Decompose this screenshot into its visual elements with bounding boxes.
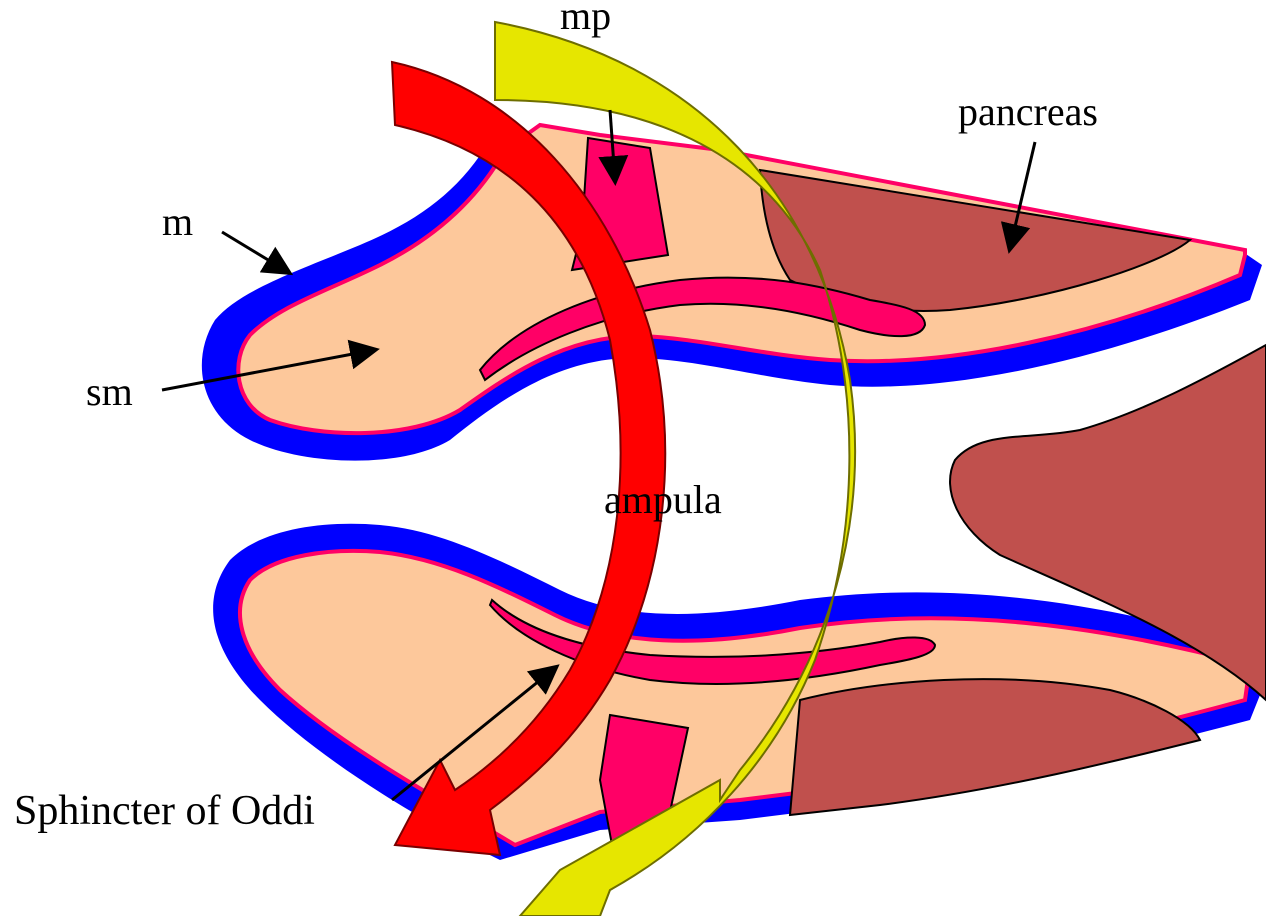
m-leader-arrow: [222, 232, 288, 272]
lower-pancreas: [790, 679, 1200, 815]
label-mp: mp: [560, 0, 611, 36]
label-pancreas: pancreas: [958, 92, 1098, 132]
label-m: m: [162, 202, 193, 242]
label-sphincter-of-oddi: Sphincter of Oddi: [14, 790, 315, 832]
label-sm: sm: [86, 372, 133, 412]
label-ampula: ampula: [604, 480, 722, 520]
upper-wall: [202, 125, 1262, 461]
